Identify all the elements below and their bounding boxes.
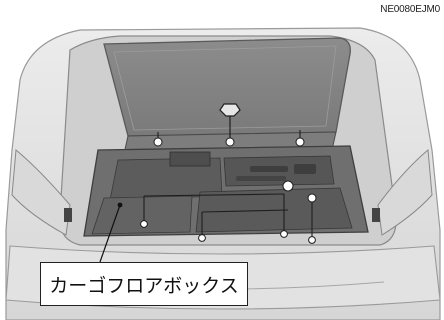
- left-latch: [64, 208, 72, 222]
- right-tail-light: [377, 149, 433, 236]
- figure-code: NE0080EJM0: [380, 4, 440, 15]
- right-latch: [372, 208, 380, 222]
- bolt-center: [219, 103, 241, 138]
- callout-label: カーゴフロアボックス: [40, 262, 248, 306]
- callout-leader: [99, 204, 121, 263]
- cargo-floor-lid: [103, 37, 351, 137]
- left-tail-light: [11, 149, 71, 236]
